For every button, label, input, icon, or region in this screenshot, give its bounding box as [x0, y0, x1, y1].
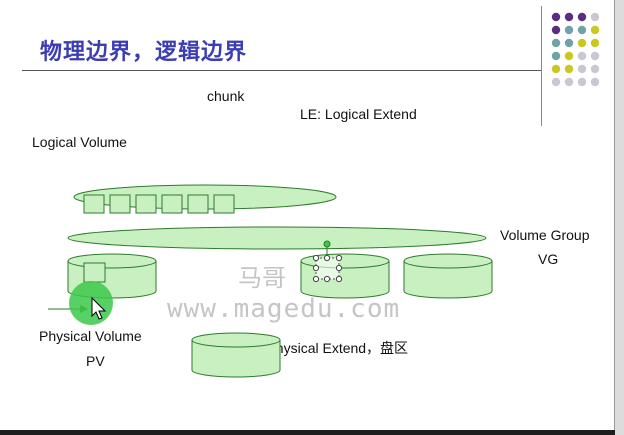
title-vertical-divider [541, 6, 542, 126]
le-chunk[interactable] [161, 194, 183, 214]
label-pv[interactable]: PV [86, 353, 105, 369]
decorative-dot [551, 64, 561, 74]
pv-cylinder[interactable] [403, 253, 493, 299]
decorative-dot [564, 25, 574, 35]
selection-handle-icon[interactable] [312, 264, 320, 272]
slide-canvas[interactable]: 物理边界，逻辑边界 chunk LE: Logical Extend Logic… [0, 0, 615, 430]
decorative-dot-grid [551, 12, 600, 87]
decorative-dot [564, 38, 574, 48]
pe-chunk[interactable] [83, 262, 106, 283]
selection-handle-icon[interactable] [312, 254, 320, 262]
selection-handle-icon[interactable] [323, 275, 331, 283]
rotation-handle[interactable] [323, 240, 331, 248]
mouse-cursor-icon [91, 296, 107, 320]
selection-handle-icon[interactable] [312, 275, 320, 283]
label-chunk[interactable]: chunk [207, 88, 245, 104]
label-logical-volume[interactable]: Logical Volume [32, 134, 127, 150]
decorative-dot [590, 38, 600, 48]
le-chunk[interactable] [83, 194, 105, 214]
vertical-scrollbar[interactable] [615, 0, 624, 435]
decorative-dot [577, 77, 587, 87]
selection-handle-icon[interactable] [335, 264, 343, 272]
label-vg[interactable]: VG [538, 251, 559, 267]
decorative-dot [577, 38, 587, 48]
le-chunk[interactable] [109, 194, 131, 214]
pv-cylinder[interactable] [191, 332, 281, 378]
decorative-dot [577, 64, 587, 74]
selection-handle-icon[interactable] [335, 254, 343, 262]
cursor-highlight [69, 281, 113, 325]
decorative-dot [551, 38, 561, 48]
slide-title: 物理边界，逻辑边界 [40, 39, 248, 65]
decorative-dot [590, 25, 600, 35]
decorative-dot [564, 51, 574, 61]
selection-handle-icon[interactable] [323, 254, 331, 262]
le-chunk[interactable] [187, 194, 209, 214]
decorative-dot [551, 77, 561, 87]
decorative-dot [564, 77, 574, 87]
label-physical-volume[interactable]: Physical Volume [39, 328, 142, 344]
lvm-diagram [48, 184, 493, 378]
decorative-dot [551, 25, 561, 35]
label-logical-extend[interactable]: LE: Logical Extend [300, 106, 417, 122]
decorative-dot [551, 12, 561, 22]
decorative-dot [551, 51, 561, 61]
title-divider [22, 70, 542, 71]
decorative-dot [564, 64, 574, 74]
decorative-dot [577, 25, 587, 35]
pv-cylinder[interactable] [300, 253, 390, 299]
label-physical-extend[interactable]: PE: Physical Extend，盘区 [240, 340, 409, 356]
selected-shape[interactable] [312, 240, 343, 283]
decorative-dot [564, 12, 574, 22]
watermark-url: www.magedu.com [167, 294, 401, 324]
decorative-dot [590, 51, 600, 61]
decorative-dot [590, 77, 600, 87]
watermark-cn: 马哥 [238, 264, 286, 292]
le-chunk-row [83, 194, 235, 214]
decorative-dot [577, 51, 587, 61]
label-volume-group[interactable]: Volume Group [500, 227, 590, 243]
decorative-dot [590, 64, 600, 74]
le-chunk[interactable] [135, 194, 157, 214]
decorative-dot [577, 12, 587, 22]
selection-handle-icon[interactable] [335, 275, 343, 283]
le-chunk[interactable] [213, 194, 235, 214]
volume-group-shape[interactable] [67, 226, 487, 250]
decorative-dot [590, 12, 600, 22]
